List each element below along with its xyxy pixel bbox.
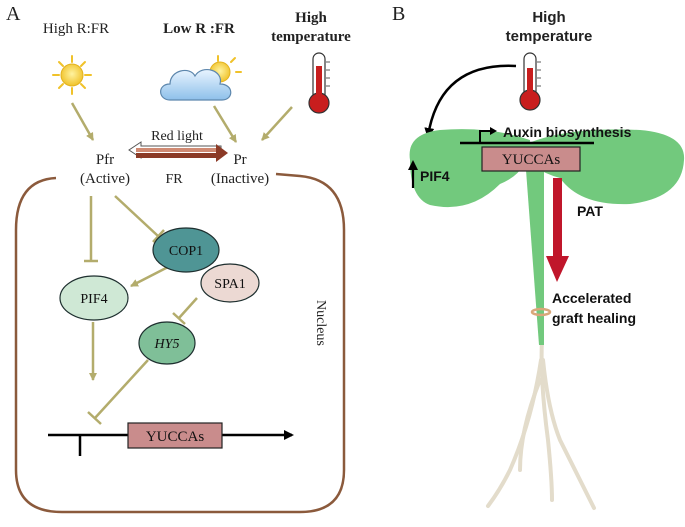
arrow-high-rfr-to-pfr	[70, 102, 95, 141]
arrow-cop1-to-pif4	[130, 265, 169, 288]
seedling	[409, 129, 685, 510]
nucleus-outline	[14, 172, 346, 514]
red-light-label: Red light	[151, 129, 203, 144]
fr-arrow	[136, 144, 228, 162]
yuccas-gene-box-b: YUCCAs	[481, 146, 581, 172]
cloud-sun-icon	[160, 55, 242, 101]
high-temp-b-line1: High	[532, 9, 565, 26]
high-temp-label-line2: temperature	[271, 29, 351, 45]
thermometer-icon	[308, 52, 330, 114]
cop1-node: COP1	[152, 227, 220, 273]
healing-label-line1: Accelerated	[552, 290, 631, 306]
inhibition-spa1-to-hy5	[172, 297, 198, 325]
panel-b-letter: B	[392, 3, 405, 25]
pfr-label: Pfr	[96, 152, 114, 168]
fr-label: FR	[165, 172, 183, 187]
panel-a-letter: A	[6, 3, 21, 25]
spa1-label: SPA1	[214, 277, 245, 292]
healing-label-line2: graft healing	[552, 310, 636, 326]
high-temp-label-line1: High	[295, 10, 327, 26]
pat-arrow	[546, 178, 569, 282]
low-r-fr-label: Low R :FR	[163, 21, 235, 37]
yuccas-label-a: YUCCAs	[146, 429, 205, 445]
pif4-node: PIF4	[59, 275, 129, 321]
high-r-fr-label: High R:FR	[43, 21, 109, 37]
pfr-state-label: (Active)	[80, 171, 130, 187]
inhibition-pfr-to-pif4	[84, 196, 98, 263]
inhibition-pfr-to-cop1	[114, 195, 165, 243]
hy5-node: HY5	[138, 321, 196, 365]
hy5-label: HY5	[154, 337, 180, 352]
arrow-temp-to-pr	[261, 106, 293, 141]
pr-label: Pr	[233, 152, 246, 168]
cop1-label: COP1	[169, 244, 203, 259]
high-temp-b-line2: temperature	[506, 28, 593, 45]
yuccas-gene-box-a: YUCCAs	[127, 422, 223, 449]
arrow-low-rfr-to-pr	[212, 105, 238, 143]
yuccas-label-b: YUCCAs	[502, 152, 561, 168]
sun-icon	[52, 55, 92, 95]
promoter-arrow-b	[460, 127, 594, 145]
pr-state-label: (Inactive)	[211, 171, 269, 187]
thermometer-icon-b	[519, 52, 541, 111]
pat-label: PAT	[577, 203, 603, 219]
pif4-label: PIF4	[80, 292, 107, 307]
curved-arrow-temp-to-cotyledon	[424, 64, 517, 138]
pif4-label-b: PIF4	[420, 168, 450, 184]
spa1-node: SPA1	[200, 263, 260, 303]
nucleus-label: Nucleus	[313, 300, 328, 346]
inhibition-hy5-to-gene	[87, 359, 149, 425]
auxin-biosynthesis-label: Auxin biosynthesis	[503, 124, 632, 140]
